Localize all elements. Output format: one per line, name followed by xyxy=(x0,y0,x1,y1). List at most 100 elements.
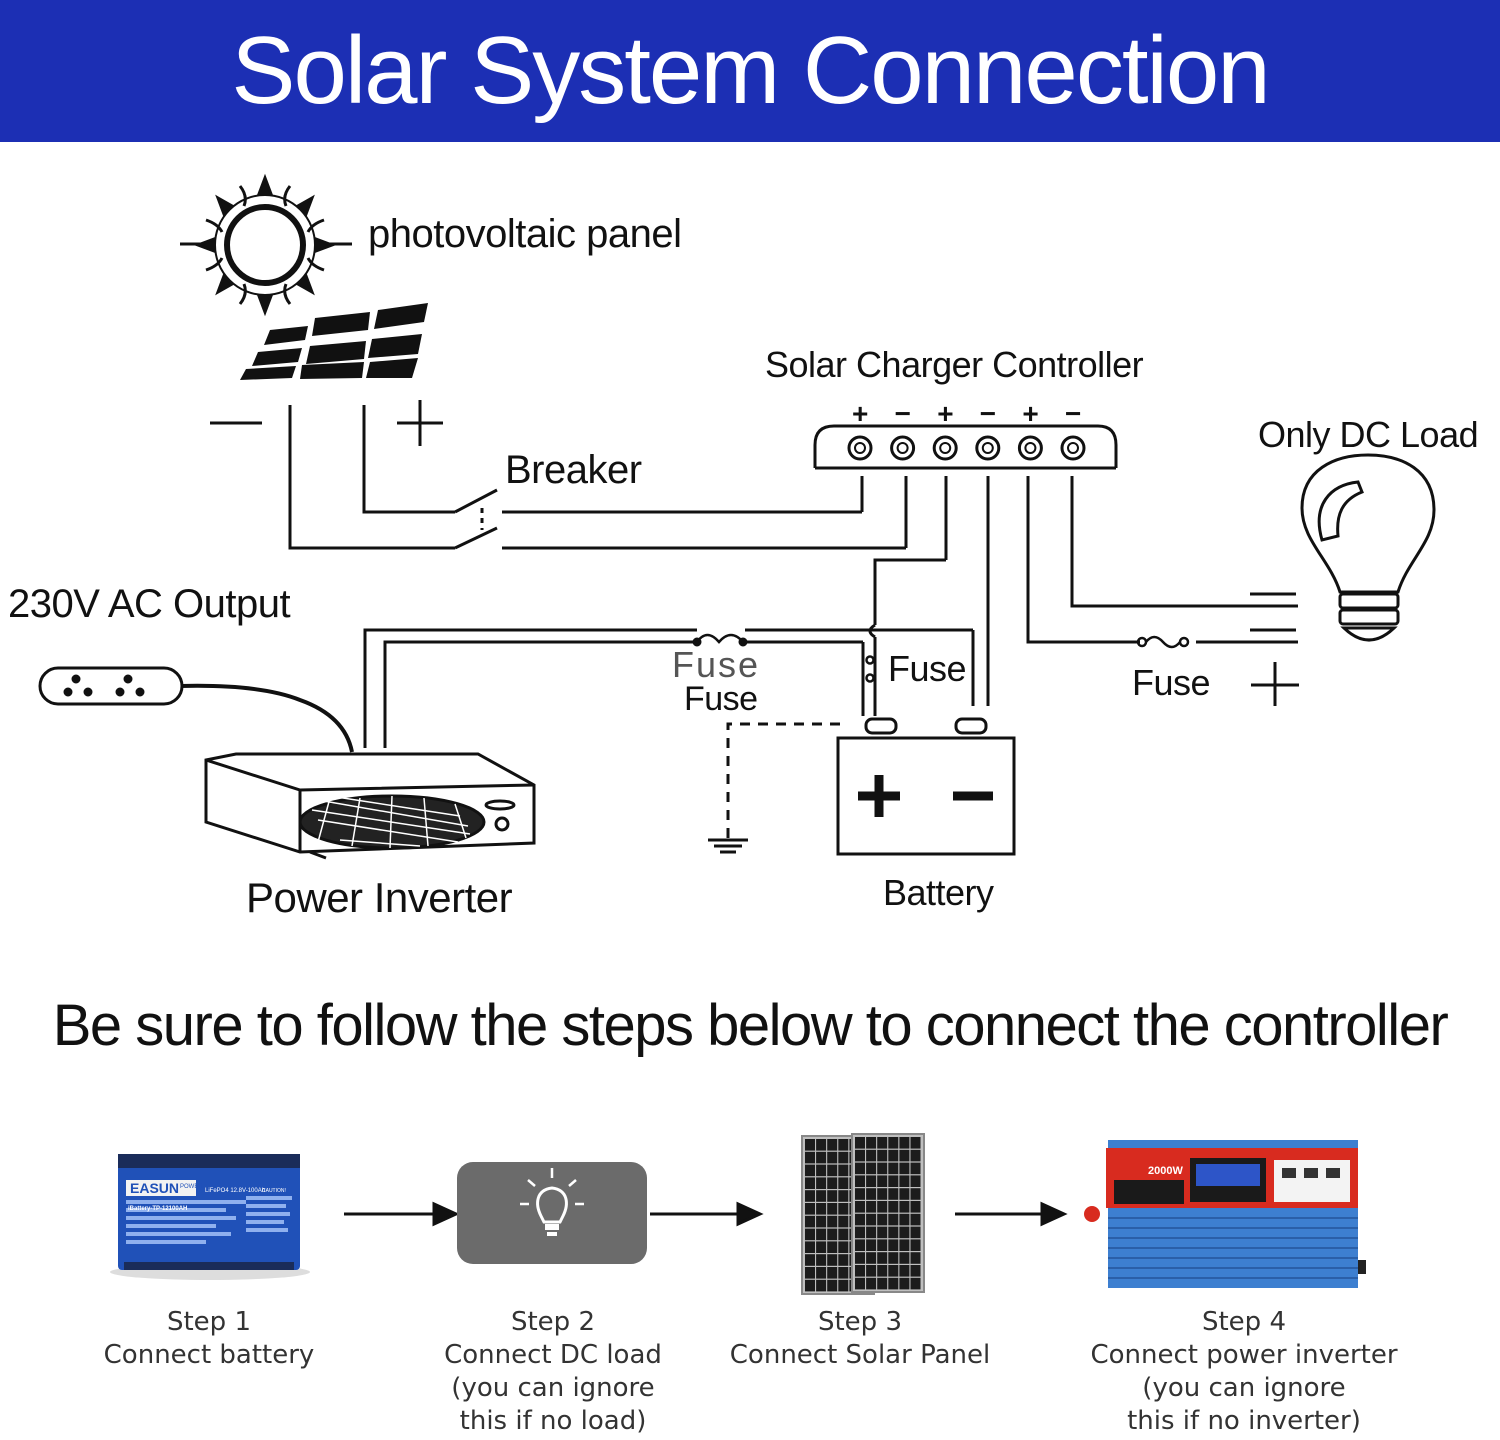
solar-cell xyxy=(899,1137,910,1149)
step-icons: EASUN POWER iBattery-TP-12100AH LiFePO4 … xyxy=(110,1133,1366,1295)
solar-cell xyxy=(827,1254,838,1266)
solar-cell xyxy=(910,1162,921,1175)
step-4-line-3: this if no inverter) xyxy=(1127,1406,1361,1436)
solar-cell xyxy=(888,1175,899,1187)
load-plus-mark xyxy=(1251,662,1299,706)
ground-symbol xyxy=(708,722,840,854)
solar-cell xyxy=(827,1228,838,1241)
battery-model: iBattery-TP-12100AH xyxy=(128,1206,187,1212)
controller-terminal-sign: + xyxy=(852,398,868,429)
solar-cell xyxy=(899,1252,910,1264)
solar-cell xyxy=(866,1277,877,1290)
solar-cell xyxy=(888,1239,899,1251)
solar-cell xyxy=(838,1164,849,1177)
battery-fuse-symbol xyxy=(865,655,875,683)
controller-terminal-sign: − xyxy=(979,398,996,429)
charge-controller-icon xyxy=(813,424,1118,470)
load-fuse-symbol xyxy=(1136,635,1190,649)
solar-cell xyxy=(910,1188,921,1200)
solar-cell xyxy=(838,1139,849,1151)
solar-cell xyxy=(899,1265,910,1277)
load-fuse-label: Fuse xyxy=(1132,662,1211,703)
solar-cell xyxy=(838,1254,849,1266)
solar-cell xyxy=(816,1215,827,1228)
battery-label: Battery xyxy=(883,872,994,913)
solar-cell xyxy=(877,1277,888,1290)
wiring-diagram xyxy=(38,173,1436,860)
solar-cell xyxy=(899,1149,910,1162)
controller-terminal-screw xyxy=(939,442,952,454)
solar-cell xyxy=(877,1188,888,1200)
battery-brand-sub: POWER xyxy=(180,1184,203,1190)
step-3-line-1: Connect Solar Panel xyxy=(729,1340,991,1370)
step-1-line-1: Connect battery xyxy=(103,1340,315,1370)
solar-cell xyxy=(855,1226,865,1239)
solar-cell xyxy=(838,1190,849,1202)
solar-cell xyxy=(866,1226,877,1239)
solar-cell xyxy=(855,1201,865,1213)
step-1-caption: Step 1 Connect battery xyxy=(54,1306,364,1372)
controller-terminal xyxy=(975,435,1001,461)
solar-cell xyxy=(899,1239,910,1251)
controller-terminal-sign: − xyxy=(894,398,911,429)
solar-cell xyxy=(888,1213,899,1226)
solar-cell xyxy=(816,1267,827,1279)
solar-cell xyxy=(805,1164,815,1177)
solar-cell xyxy=(910,1137,921,1149)
solar-cell xyxy=(910,1252,921,1264)
solar-cell xyxy=(877,1201,888,1213)
solar-cell xyxy=(866,1149,877,1162)
solar-cell xyxy=(805,1279,815,1292)
solar-cell xyxy=(816,1254,827,1266)
solar-cell xyxy=(910,1201,921,1213)
solar-cell xyxy=(816,1164,827,1177)
battery-brand: EASUN xyxy=(130,1180,179,1196)
solar-cell xyxy=(888,1226,899,1239)
solar-cell xyxy=(805,1151,815,1164)
solar-cell xyxy=(888,1149,899,1162)
solar-panel-icon xyxy=(801,1133,925,1295)
solar-cell xyxy=(855,1213,865,1226)
solar-cell xyxy=(805,1267,815,1279)
solar-cell xyxy=(866,1239,877,1251)
power-inverter-diagram-icon xyxy=(204,752,536,860)
solar-cell xyxy=(855,1175,865,1187)
solar-cell xyxy=(816,1151,827,1164)
solar-cell xyxy=(866,1162,877,1175)
step-3-caption: Step 3 Connect Solar Panel xyxy=(700,1306,1020,1372)
solar-cell xyxy=(899,1226,910,1239)
solar-cell xyxy=(888,1201,899,1213)
battery-spec: LiFePO4 12.8V-100Ah xyxy=(205,1188,265,1194)
solar-cell xyxy=(877,1226,888,1239)
solar-cell xyxy=(866,1137,877,1149)
solar-cell xyxy=(888,1252,899,1264)
solar-cell xyxy=(816,1228,827,1241)
solar-cell xyxy=(910,1239,921,1251)
controller-terminal-screw xyxy=(854,442,866,454)
solar-cell xyxy=(866,1252,877,1264)
solar-cell xyxy=(910,1213,921,1226)
controller-terminal xyxy=(1017,435,1043,461)
solar-cell xyxy=(855,1162,865,1175)
step-4-line-2: (you can ignore xyxy=(1142,1373,1346,1403)
solar-cell xyxy=(838,1241,849,1253)
controller-terminal xyxy=(890,435,916,461)
solar-cell xyxy=(816,1241,827,1253)
solar-cell xyxy=(805,1215,815,1228)
solar-cell xyxy=(816,1279,827,1292)
step-3-title: Step 3 xyxy=(817,1307,902,1337)
title-banner: Solar System Connection xyxy=(0,0,1500,142)
controller-terminal xyxy=(847,435,873,461)
battery-caution: CAUTION! xyxy=(262,1188,286,1194)
solar-cell xyxy=(855,1149,865,1162)
solar-cell xyxy=(827,1139,838,1151)
solar-cell xyxy=(827,1215,838,1228)
step-2-line-1: Connect DC load xyxy=(444,1340,662,1370)
solar-cell xyxy=(855,1137,865,1149)
solar-cell xyxy=(910,1265,921,1277)
solar-cell xyxy=(877,1213,888,1226)
solar-cell xyxy=(827,1190,838,1202)
instructions-title: Be sure to follow the steps below to con… xyxy=(52,993,1449,1058)
solar-cell xyxy=(805,1241,815,1253)
sun-icon xyxy=(180,173,352,317)
